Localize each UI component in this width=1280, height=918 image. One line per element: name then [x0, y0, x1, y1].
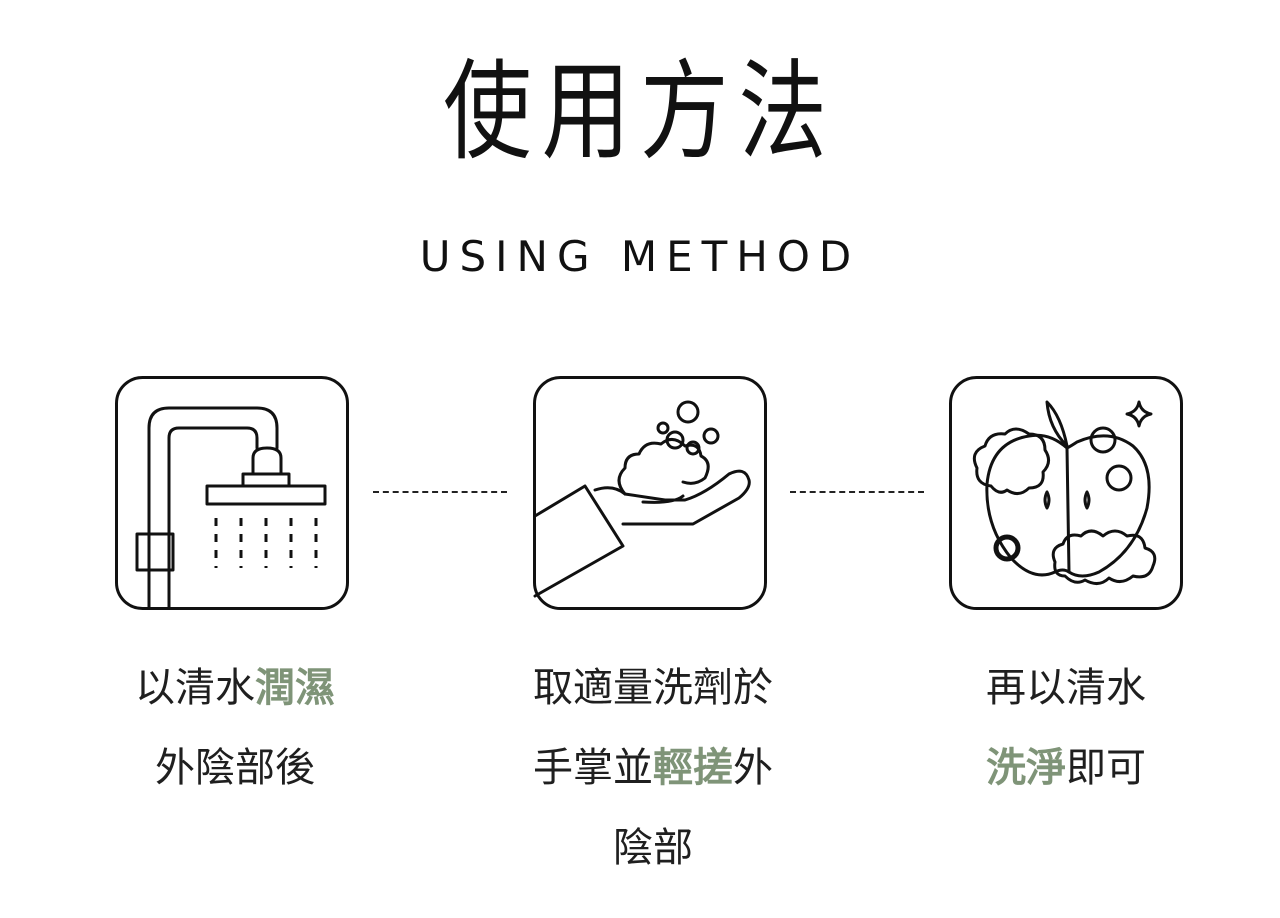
- step-2-text: 取適量洗劑於 手掌並輕搓外 陰部: [483, 648, 823, 888]
- step-2-line-3: 陰部: [613, 825, 693, 871]
- step-1-line-2: 外陰部後: [155, 745, 315, 791]
- shower-icon: [115, 376, 349, 610]
- page-title-zh: 使用方法: [443, 50, 837, 175]
- step-connector-1: [373, 491, 507, 493]
- step-2-line-2: 手掌並輕搓外: [533, 745, 773, 791]
- step-3-line-2: 洗淨即可: [986, 745, 1146, 791]
- step-3-icon: [949, 376, 1183, 610]
- clean-apple-icon: [949, 376, 1183, 610]
- step-connector-2: [790, 491, 924, 493]
- step-1-icon: [115, 376, 349, 610]
- step-3-highlight: 洗淨: [986, 745, 1066, 791]
- step-3-line-1: 再以清水: [986, 665, 1146, 711]
- page-title-en: USING METHOD: [419, 232, 861, 281]
- foam-hand-icon: [533, 376, 767, 610]
- step-1-line-1: 以清水潤濕: [135, 665, 335, 711]
- step-2-highlight: 輕搓: [653, 745, 733, 791]
- step-1-text: 以清水潤濕 外陰部後: [65, 648, 405, 808]
- step-2-icon: [533, 376, 767, 610]
- step-3-text: 再以清水 洗淨即可: [896, 648, 1236, 808]
- step-1-highlight: 潤濕: [255, 665, 335, 711]
- step-2-line-1: 取適量洗劑於: [533, 665, 773, 711]
